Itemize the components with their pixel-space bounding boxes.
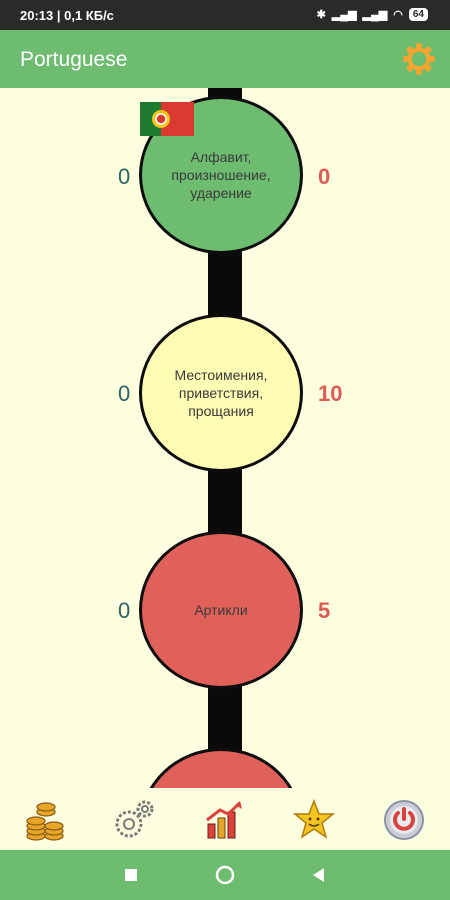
topic-left-count: 0 — [118, 164, 131, 189]
signal-icon: ▂▄▆ — [331, 9, 357, 21]
topic-circle-articles[interactable]: Артикли — [139, 531, 303, 689]
back-icon[interactable] — [309, 865, 329, 885]
signal-icon-2: ▂▄▆ — [362, 9, 388, 21]
status-time: 20:13 | 0,1 КБ/с — [20, 8, 114, 23]
circle-icon[interactable] — [215, 865, 235, 885]
portugal-flag-icon — [140, 102, 194, 136]
topic-left-count: 0 — [118, 381, 131, 406]
app-bar: Portuguese — [0, 30, 450, 88]
system-nav — [0, 850, 450, 900]
topic-right-count: 5 — [318, 598, 331, 623]
topic-label: Алфавит, произношение, ударение — [171, 149, 271, 201]
page-title: Portuguese — [20, 48, 128, 71]
topic-right-count: 0 — [318, 164, 331, 189]
topic-right-count: 10 — [318, 381, 343, 406]
chart-icon[interactable] — [202, 798, 246, 842]
topic-left-count: 0 — [118, 598, 131, 623]
status-bar: 20:13 | 0,1 КБ/с ✱ ▂▄▆ ▂▄▆ ◠ 64 — [0, 0, 450, 30]
bluetooth-icon: ✱ — [316, 9, 326, 21]
topic-label: Местоимения, приветствия, прощания — [174, 367, 268, 419]
topic-label: Артикли — [194, 602, 248, 618]
topic-circle-pronouns[interactable]: Местоимения, приветствия, прощания — [139, 314, 303, 472]
star-icon[interactable] — [292, 798, 336, 842]
topic-label — [142, 751, 300, 788]
status-icons: ✱ ▂▄▆ ▂▄▆ ◠ 64 — [317, 8, 428, 21]
bottom-nav — [0, 788, 450, 850]
gears-icon[interactable] — [112, 798, 156, 842]
coins-icon[interactable] — [24, 798, 68, 842]
power-icon[interactable] — [382, 798, 426, 842]
topic-circle-next[interactable] — [139, 748, 303, 788]
wifi-icon: ◠ — [393, 9, 403, 21]
square-icon[interactable] — [121, 865, 141, 885]
battery-icon: 64 — [408, 8, 428, 21]
gear-icon[interactable] — [402, 42, 436, 76]
topic-path[interactable]: Алфавит, произношение, ударение 0 0 Мест… — [0, 88, 450, 788]
